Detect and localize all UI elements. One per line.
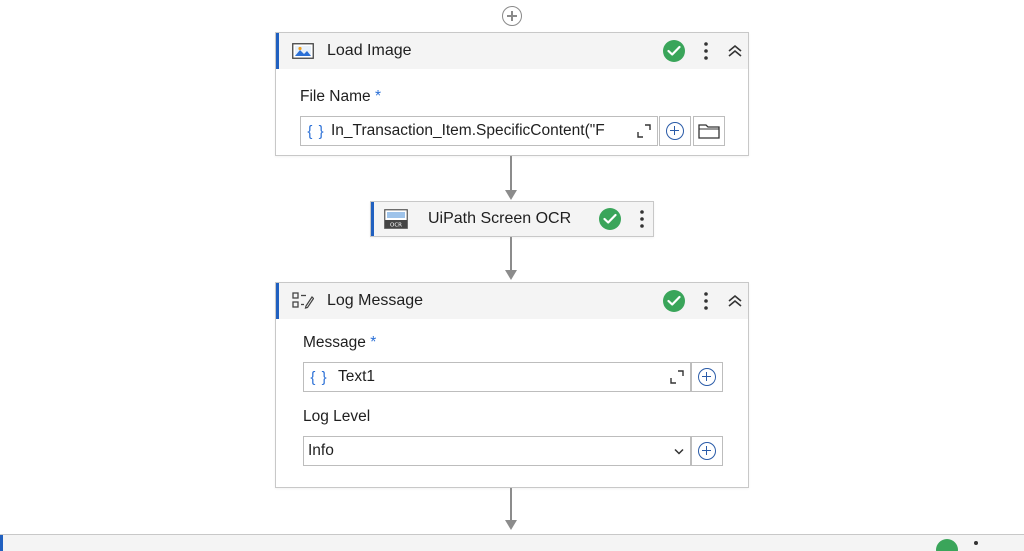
check-circle-icon [936,539,958,551]
message-input[interactable]: { } Text1 [303,362,691,392]
connector-arrow [505,190,517,200]
connector-line [510,237,512,272]
log-message-activity[interactable]: Log Message Message * { } Text1 Log Leve… [275,282,749,488]
connector-arrow [505,270,517,280]
file-name-label: File Name * [300,88,381,106]
kebab-menu-icon[interactable] [974,541,978,545]
collapse-chevron-icon[interactable] [723,39,747,63]
log-level-value: Info [308,442,334,459]
connector-line [510,488,512,522]
expand-editor-icon[interactable] [664,363,690,391]
add-circle-icon[interactable] [659,116,691,146]
expression-icon: { } [310,368,328,386]
required-mark: * [370,334,377,351]
screen-ocr-activity[interactable]: OCR UiPath Screen OCR [370,201,654,237]
required-mark: * [374,88,381,105]
log-level-select[interactable]: Info [303,436,691,466]
log-level-label: Log Level [303,408,371,425]
ocr-icon: OCR [384,209,408,229]
expression-icon: { } [307,122,325,140]
ocr-icon-label: OCR [390,223,402,229]
message-label: Message * [303,334,376,352]
image-icon [291,41,315,61]
check-circle-icon [599,208,621,230]
activity-accent [0,535,3,551]
load-image-activity[interactable]: Load Image File Name * { } In_Transactio… [275,32,749,156]
connector-arrow [505,520,517,530]
load-image-header[interactable]: Load Image [276,33,748,69]
add-step-icon[interactable] [502,6,522,26]
log-message-header[interactable]: Log Message [276,283,748,319]
expand-editor-icon[interactable] [631,117,657,145]
message-value[interactable]: Text1 [338,368,376,385]
kebab-menu-icon[interactable] [694,39,718,63]
kebab-menu-icon[interactable] [630,207,654,231]
kebab-menu-icon[interactable] [694,289,718,313]
next-activity-partial[interactable] [0,534,1024,551]
add-circle-icon[interactable] [691,362,723,392]
screen-ocr-title: UiPath Screen OCR [428,210,572,227]
add-circle-icon[interactable] [691,436,723,466]
collapse-chevron-icon[interactable] [723,289,747,313]
log-message-title: Log Message [327,292,424,309]
check-circle-icon [663,290,685,312]
file-name-input[interactable]: { } In_Transaction_Item.SpecificContent(… [300,116,658,146]
file-name-label-text: File Name [300,88,371,105]
message-label-text: Message [303,334,366,351]
file-name-value[interactable]: In_Transaction_Item.SpecificContent("F [331,122,605,139]
folder-icon[interactable] [693,116,725,146]
log-message-icon [291,291,315,311]
check-circle-icon [663,40,685,62]
load-image-title: Load Image [327,42,412,59]
connector-line [510,156,512,192]
screen-ocr-header[interactable]: OCR UiPath Screen OCR [371,202,653,236]
dropdown-chevron-icon [668,448,690,455]
